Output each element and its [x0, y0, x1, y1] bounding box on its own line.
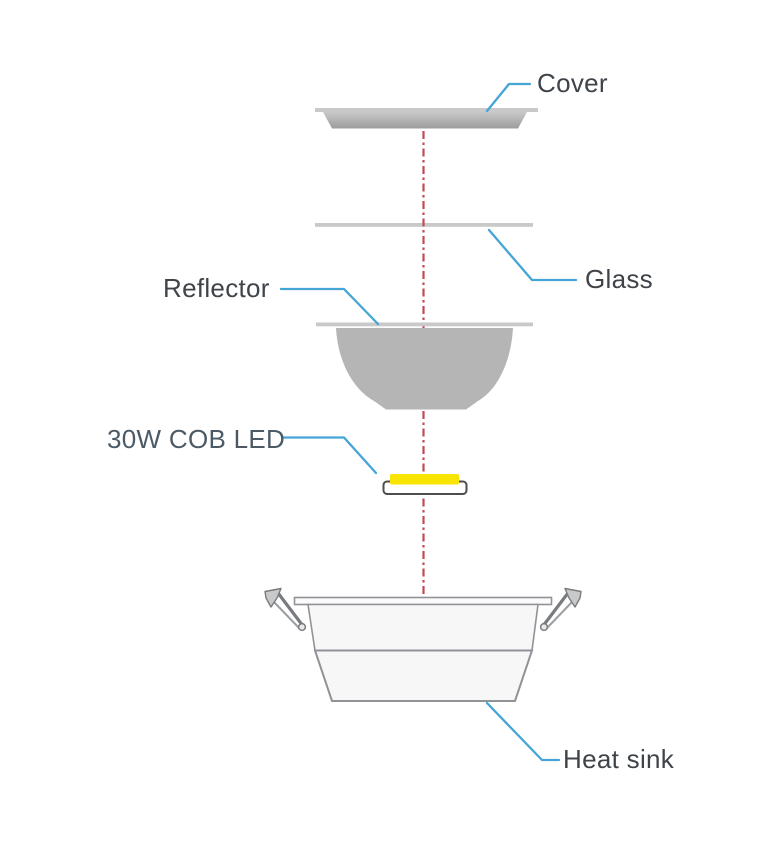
led-chip: [390, 474, 459, 485]
clip-arm-icon: [541, 592, 570, 627]
heatsink-part: [264, 587, 582, 702]
clip-pivot-icon: [539, 622, 549, 632]
clip-arm-icon: [272, 600, 301, 630]
clip-pivot-icon: [297, 622, 307, 632]
heatsink-lower-body: [313, 649, 534, 702]
cover-body: [323, 112, 527, 129]
leader-line-led: [281, 436, 378, 475]
reflector-part: [316, 322, 533, 410]
heatsink-upper-body: [307, 603, 539, 652]
reflector-bowl: [336, 328, 513, 410]
led-part: [382, 474, 468, 495]
heatsink-spring-clip-left: [264, 587, 307, 632]
heatsink-flange: [293, 596, 553, 606]
label-reflector: Reflector: [163, 273, 270, 303]
clip-arm-icon: [276, 592, 305, 627]
leader-line-heatsink: [485, 701, 561, 762]
label-heatsink: Heat sink: [563, 744, 675, 774]
leader-line-reflector: [279, 287, 380, 326]
heatsink-spring-clip-right: [539, 587, 582, 632]
clip-beak-icon: [564, 587, 582, 608]
leader-line-glass: [487, 228, 578, 282]
reflector-rim: [316, 322, 533, 327]
label-led: 30W COB LED: [107, 424, 286, 454]
leader-line-cover: [485, 82, 532, 113]
label-glass: Glass: [585, 264, 653, 294]
clip-arm-icon: [545, 600, 574, 630]
cover-part: [315, 108, 538, 129]
label-cover: Cover: [537, 68, 608, 98]
clip-beak-icon: [264, 587, 282, 608]
cover-rim: [315, 108, 538, 112]
